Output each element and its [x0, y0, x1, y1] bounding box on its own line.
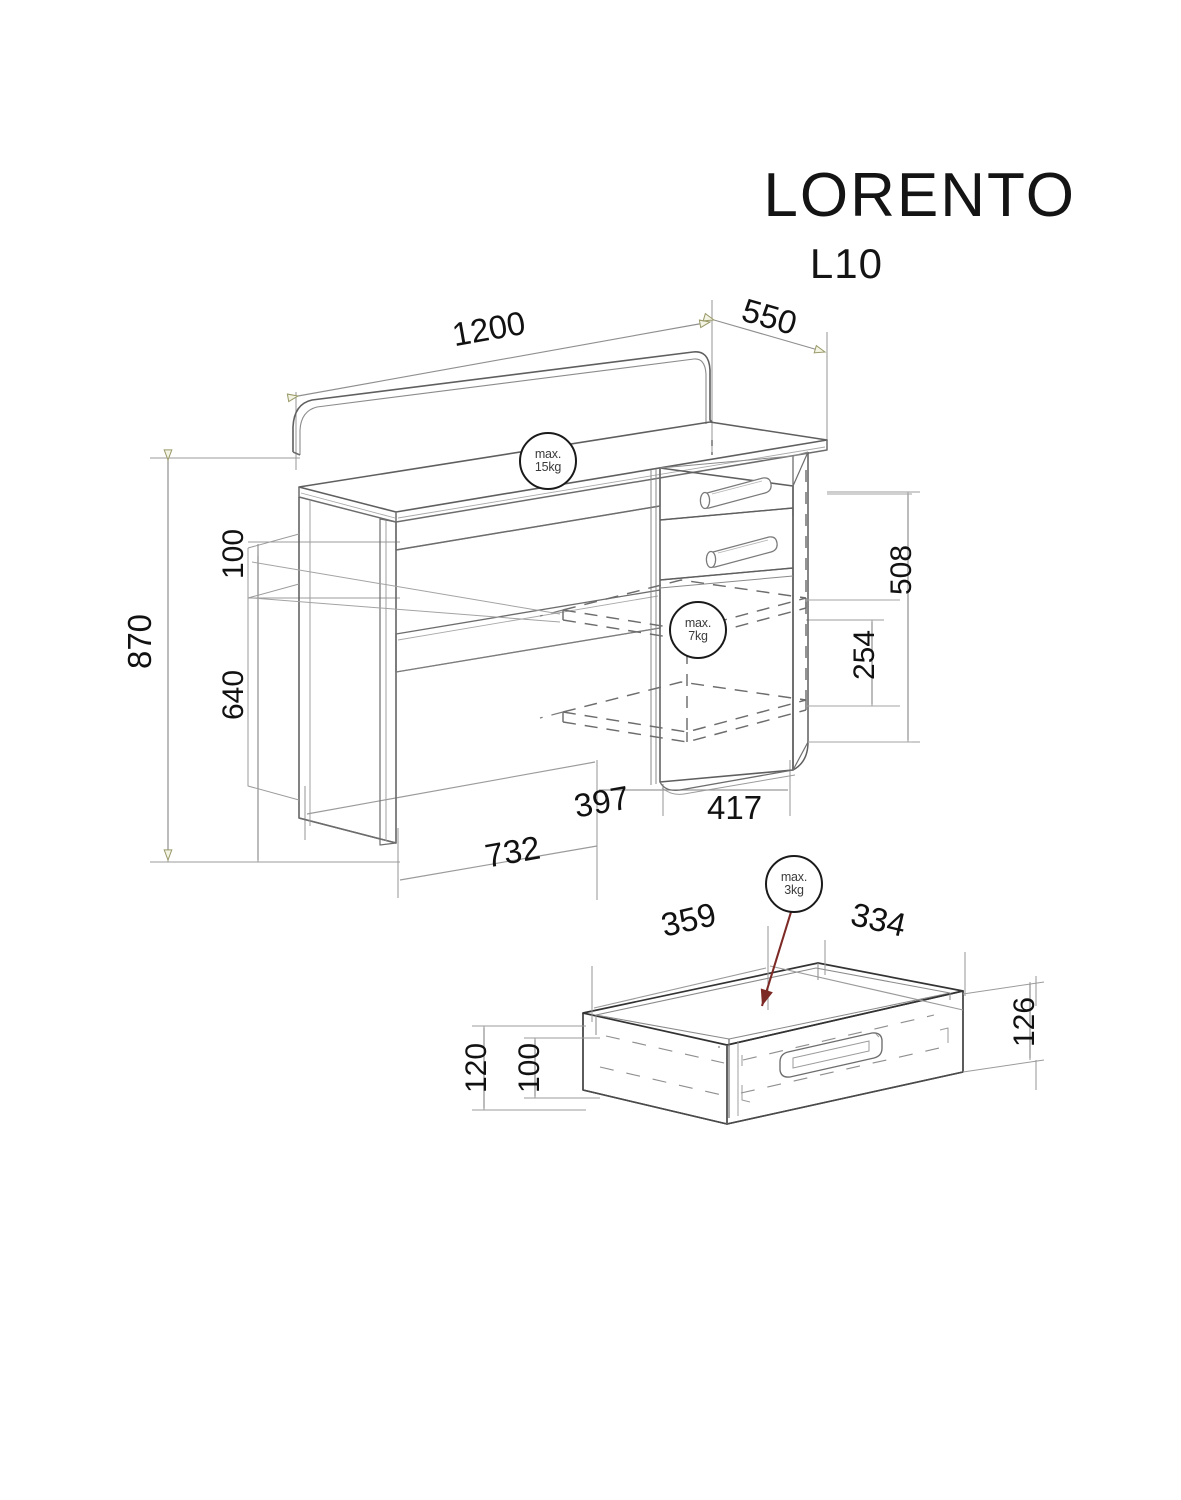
extension-lines-drawer [472, 926, 1045, 1111]
drawer-handle-icon-lower [705, 536, 778, 569]
drawer-load-prefix: max. [780, 870, 808, 885]
dimension-lines-drawer [483, 965, 1031, 1108]
projection-guides [251, 493, 912, 743]
dim-leg-height-640: 640 [217, 669, 251, 721]
dim-total-height-870: 870 [121, 613, 159, 670]
dim-drawer-front-126: 126 [1008, 996, 1042, 1048]
shelf-load-badge: max. 7kg [669, 601, 727, 659]
desktop-load-badge: max. 15kg [519, 432, 577, 490]
extension-lines-main [150, 300, 920, 900]
dim-shelf-height-254: 254 [848, 629, 882, 681]
dim-cabinet-height-508: 508 [885, 544, 919, 596]
dimension-lines-main [163, 312, 909, 881]
shelf-load-value: 7kg [688, 629, 708, 643]
dim-drawer-side-100: 100 [513, 1042, 547, 1094]
drawer-detail-geometry [582, 962, 964, 1125]
page-title-brand: LORENTO [763, 161, 1076, 230]
dim-apron-100: 100 [217, 528, 251, 580]
shelf-load-prefix: max. [684, 616, 712, 631]
drawer-load-value: 3kg [784, 883, 804, 897]
dim-left-span-397: 397 [571, 778, 632, 825]
dim-bottom-span-732: 732 [482, 828, 543, 875]
desktop-load-value: 15kg [534, 460, 562, 474]
drawer-handle-icon-upper [699, 477, 772, 510]
page-title-model: L10 [809, 240, 883, 287]
desktop-load-prefix: max. [534, 447, 562, 462]
drawer-load-leader-arrow [760, 911, 793, 1007]
dim-cabinet-width-417: 417 [707, 789, 763, 826]
drawer-load-badge: max. 3kg [765, 855, 823, 913]
hidden-outline-left [539, 609, 564, 719]
drawer-detail-handle-icon [779, 1032, 883, 1078]
dim-drawer-box-120: 120 [460, 1042, 494, 1094]
